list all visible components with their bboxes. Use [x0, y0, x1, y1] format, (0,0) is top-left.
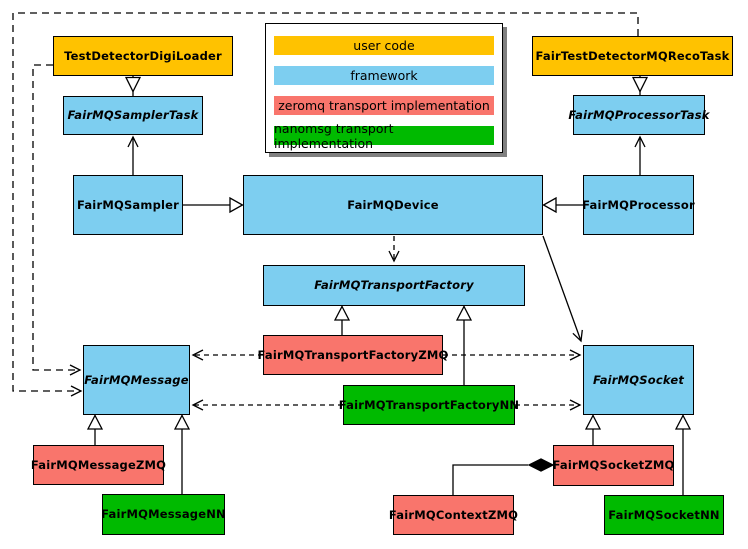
node-fairmqsampler: FairMQSampler	[73, 175, 183, 235]
node-fairmqsocketnn: FairMQSocketNN	[604, 495, 724, 535]
node-fairmqmessagezmq: FairMQMessageZMQ	[31, 445, 166, 485]
legend-box: user code framework zeromq transport imp…	[265, 23, 503, 153]
composition-edge-contextzmq-to-socketzmq	[452, 464, 528, 495]
inheritance-triangle-messagenn	[173, 414, 191, 430]
node-fairmqsamplertask: FairMQSamplerTask	[63, 96, 203, 135]
node-fairtestdetectormqrecotask: FairTestDetectorMQRecoTask	[532, 36, 733, 76]
inheritance-triangle-messagezmq	[86, 414, 104, 430]
node-fairmqtransportfactorynn: FairMQTransportFactoryNN	[339, 385, 519, 425]
legend-item-framework: framework	[274, 66, 494, 85]
node-fairmqsocketzmq: FairMQSocketZMQ	[553, 445, 674, 486]
node-fairmqmessage: FairMQMessage	[83, 345, 190, 415]
legend-label: user code	[353, 38, 415, 53]
node-fairmqprocessor: FairMQProcessor	[582, 175, 695, 235]
inheritance-triangle-factoryzmq	[333, 305, 351, 321]
association-edge-device-to-socket	[542, 235, 583, 343]
composition-diamond	[527, 458, 555, 472]
node-fairmqsocket: FairMQSocket	[583, 345, 694, 415]
node-fairmqtransportfactoryzmq: FairMQTransportFactoryZMQ	[258, 335, 448, 375]
node-fairmqmessagenn: FairMQMessageNN	[101, 494, 226, 535]
inheritance-triangle-socketnn	[674, 414, 692, 430]
dependency-edge-digiloader-to-message	[32, 64, 82, 376]
legend-label: zeromq transport implementation	[278, 98, 490, 113]
node-fairmqcontextzmq: FairMQContextZMQ	[389, 495, 518, 535]
inheritance-triangle-processor	[542, 196, 557, 214]
inheritance-triangle-sampler	[229, 196, 244, 214]
inheritance-triangle-digiloader	[124, 76, 142, 93]
legend-label: framework	[350, 68, 418, 83]
legend-item-zeromq: zeromq transport implementation	[274, 96, 494, 115]
node-testdetectordigiloader: TestDetectorDigiLoader	[53, 36, 233, 76]
node-fairmqtransportfactory: FairMQTransportFactory	[263, 265, 525, 306]
dependency-edge-recotask-to-message	[12, 12, 639, 397]
legend-item-nanomsg: nanomsg transport implementation	[274, 121, 494, 151]
node-fairmqdevice: FairMQDevice	[243, 175, 543, 235]
inheritance-triangle-recotask	[631, 76, 649, 93]
legend-item-user-code: user code	[274, 36, 494, 55]
legend-label: nanomsg transport implementation	[274, 120, 394, 151]
node-fairmqprocessortask: FairMQProcessorTask	[568, 95, 709, 135]
inheritance-triangle-socketzmq	[584, 414, 602, 430]
inheritance-triangle-factorynn	[455, 305, 473, 321]
